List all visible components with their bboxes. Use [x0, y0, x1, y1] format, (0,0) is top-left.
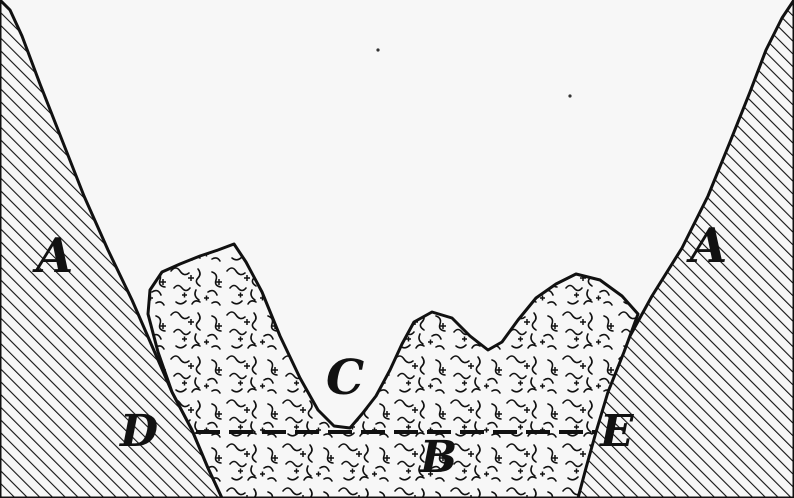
- label-line-e: E: [598, 406, 635, 457]
- label-rock-right: A: [686, 218, 727, 274]
- label-fill-b: B: [418, 432, 457, 483]
- ink-speck: [376, 48, 379, 51]
- label-rock-left: A: [32, 228, 73, 284]
- label-line-d: D: [118, 406, 158, 457]
- label-valley-c: C: [326, 350, 364, 406]
- ink-speck: [568, 94, 571, 97]
- valley-fill-deposit: [148, 244, 638, 498]
